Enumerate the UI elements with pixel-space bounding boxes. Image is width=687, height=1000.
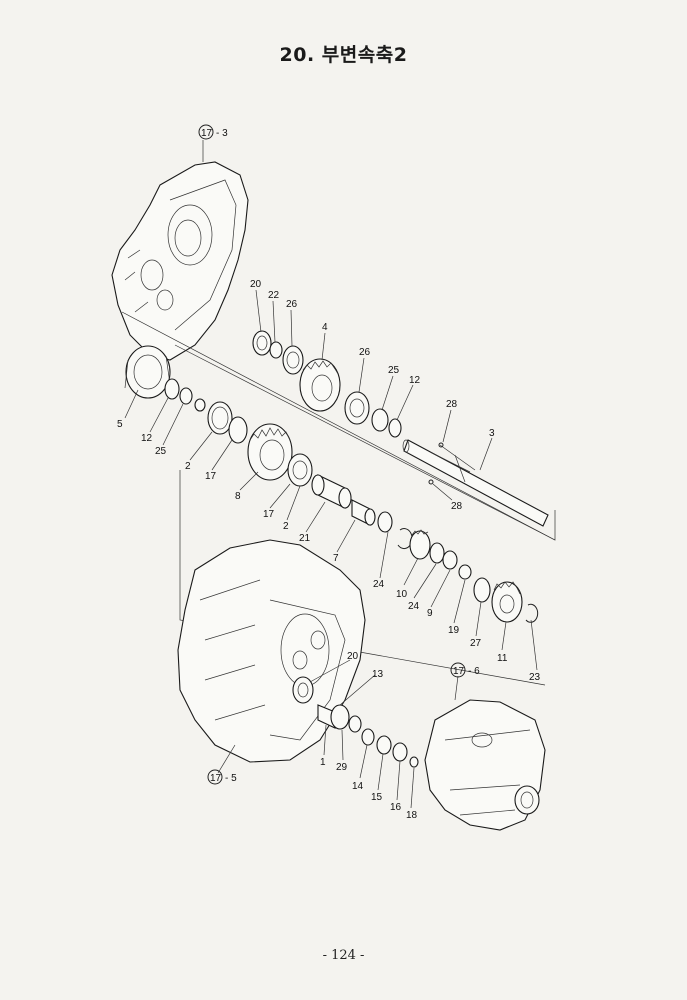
part-3-shaft (402, 439, 549, 527)
label-12-upper: 12 (409, 375, 421, 386)
ref-17-5-num: 17 (210, 773, 222, 784)
label-2-lower: 2 (283, 521, 289, 532)
label-28-lower: 28 (451, 501, 463, 512)
label-2-upper: 2 (185, 461, 191, 472)
label-29: 29 (336, 762, 348, 773)
label-24-lower: 24 (408, 601, 420, 612)
right-row-parts (397, 528, 539, 623)
label-9: 9 (427, 608, 433, 619)
svg-text:- 5: - 5 (225, 773, 237, 784)
label-27: 27 (470, 638, 482, 649)
label-23: 23 (529, 672, 541, 683)
part-number-labels: 20 22 26 4 26 25 12 28 3 28 5 12 25 2 17… (117, 279, 541, 821)
right-cover (424, 675, 546, 831)
svg-text:- 6: - 6 (468, 666, 480, 677)
label-10: 10 (396, 589, 408, 600)
label-8: 8 (235, 491, 241, 502)
label-17-upper: 17 (205, 471, 217, 482)
label-22: 22 (268, 290, 280, 301)
ref-17-3-num: 17 (201, 128, 213, 139)
page-title: 20. 부변속축2 (279, 44, 408, 66)
label-7: 7 (333, 553, 339, 564)
label-4: 4 (322, 322, 328, 333)
label-5: 5 (117, 419, 123, 430)
label-25-upper: 25 (388, 365, 400, 376)
label-21: 21 (299, 533, 311, 544)
lower-row-parts (317, 704, 419, 768)
ref-17-6: 17 - 6 (450, 662, 480, 678)
ref-17-3: 17 - 3 (198, 124, 228, 140)
ref-17-6-num: 17 (453, 666, 465, 677)
label-19: 19 (448, 625, 460, 636)
label-24-upper: 24 (373, 579, 385, 590)
ref-17-5: 17 - 5 (207, 769, 237, 785)
page-number: - 124 - (322, 948, 365, 963)
svg-text:- 3: - 3 (216, 128, 228, 139)
label-1: 1 (320, 757, 326, 768)
label-3: 3 (489, 428, 495, 439)
middle-row-parts (164, 378, 393, 533)
label-16: 16 (390, 802, 402, 813)
upper-housing (111, 140, 249, 361)
label-11: 11 (497, 653, 508, 664)
label-26-upper: 26 (286, 299, 298, 310)
label-25-lower: 25 (155, 446, 167, 457)
upper-row-parts (252, 330, 402, 438)
lower-housing (177, 539, 366, 774)
label-20-upper: 20 (250, 279, 262, 290)
label-13: 13 (372, 669, 384, 680)
label-18: 18 (406, 810, 418, 821)
leader-lines (124, 289, 538, 809)
label-20-lower: 20 (347, 651, 359, 662)
label-15: 15 (371, 792, 383, 803)
label-14: 14 (352, 781, 364, 792)
label-28-upper: 28 (446, 399, 458, 410)
label-26-middle: 26 (359, 347, 371, 358)
label-12-lower: 12 (141, 433, 153, 444)
label-17-lower: 17 (263, 509, 275, 520)
part-5-coupling (124, 345, 171, 399)
